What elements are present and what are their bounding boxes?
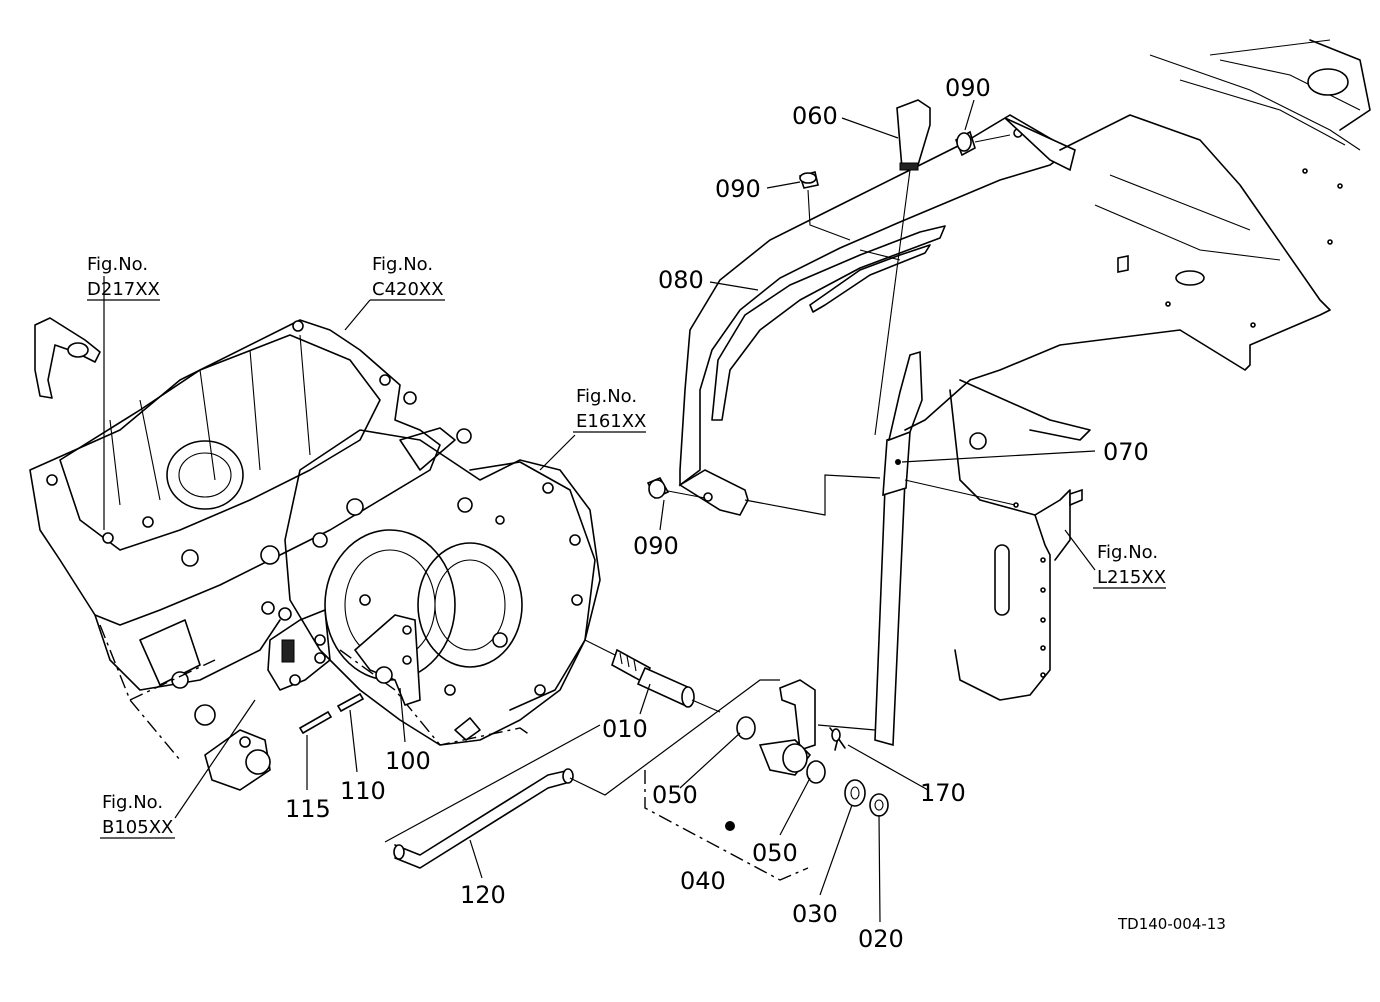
fig-ref-c420-line1: Fig.No. — [372, 254, 433, 275]
part-100-bracket — [353, 614, 421, 706]
callout-010: 010 — [602, 715, 648, 743]
callout-170: 170 — [920, 779, 966, 807]
fig-ref-l215-line2: L215XX — [1097, 567, 1166, 588]
clutch-housing — [284, 429, 601, 746]
callout-090-top: 090 — [945, 74, 991, 102]
callout-090-mid: 090 — [715, 175, 761, 203]
callout-115: 115 — [285, 795, 331, 823]
callout-050-a: 050 — [652, 781, 698, 809]
part-170-pin — [829, 727, 846, 751]
fig-ref-l215-line1: Fig.No. — [1097, 542, 1158, 563]
callout-030: 030 — [792, 900, 838, 928]
callout-080: 080 — [658, 266, 704, 294]
part-040-lever — [644, 679, 826, 881]
pins-110-115 — [298, 692, 365, 735]
figure-references: Fig.No. D217XX Fig.No. C420XX Fig.No. E1… — [87, 254, 1166, 839]
part-060-knob — [874, 99, 931, 436]
fig-ref-e161-line1: Fig.No. — [576, 386, 637, 407]
callout-060: 060 — [792, 102, 838, 130]
callout-070: 070 — [1103, 438, 1149, 466]
callout-leaders — [103, 99, 1096, 923]
callout-020: 020 — [858, 925, 904, 953]
frame-plate — [904, 39, 1371, 701]
callout-110: 110 — [340, 777, 386, 805]
fig-ref-b105-line2: B105XX — [102, 817, 173, 838]
drawing-code: TD140-004-13 — [1117, 915, 1226, 933]
transmission-housing — [29, 317, 472, 791]
callout-090-low: 090 — [633, 532, 679, 560]
part-120-rod — [384, 679, 780, 869]
callout-labels: 060 090 090 080 070 090 010 100 110 115 … — [285, 74, 1149, 953]
fig-ref-c420-line2: C420XX — [372, 279, 444, 300]
callout-040: 040 — [680, 867, 726, 895]
callout-050-b: 050 — [752, 839, 798, 867]
fig-ref-e161-line2: E161XX — [576, 411, 646, 432]
fig-ref-b105-line1: Fig.No. — [102, 792, 163, 813]
washers-030-020 — [844, 779, 889, 817]
part-010-shaft — [584, 639, 695, 708]
bolts-090 — [646, 130, 1011, 500]
part-080-guide-plate — [678, 114, 1076, 516]
part-070-rod — [817, 350, 1096, 747]
callout-100: 100 — [385, 747, 431, 775]
callout-120: 120 — [460, 881, 506, 909]
fig-ref-d217-line2: D217XX — [87, 279, 160, 300]
fig-ref-d217-line1: Fig.No. — [87, 254, 148, 275]
